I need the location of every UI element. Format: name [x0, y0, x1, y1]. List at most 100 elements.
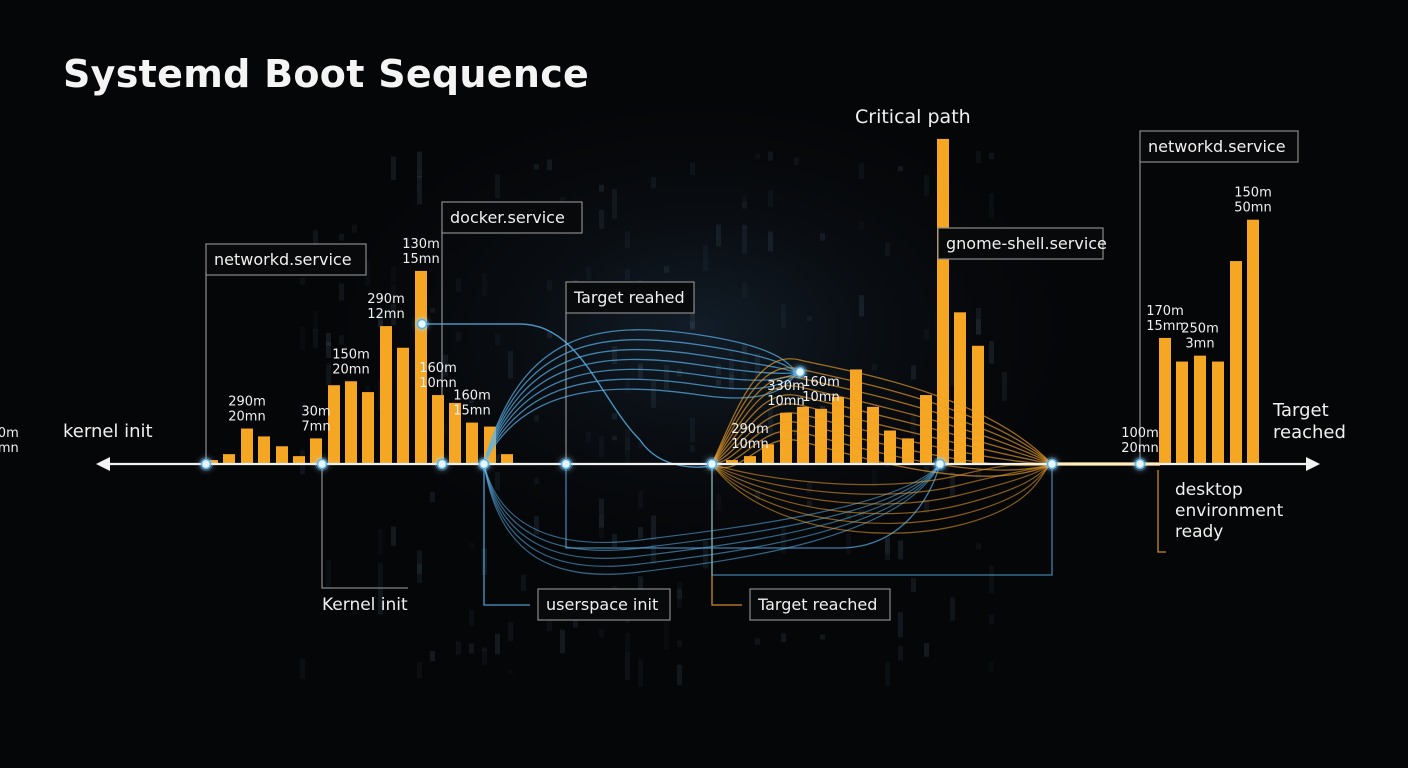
matrix-cell: [638, 365, 643, 370]
matrix-cell: [872, 364, 877, 371]
value-label: 10mn: [731, 437, 768, 452]
matrix-cell: [508, 621, 513, 642]
matrix-cell: [443, 354, 448, 377]
value-label: 330m: [767, 379, 804, 394]
value-label: 130m: [402, 237, 439, 252]
matrix-cell: [768, 232, 773, 251]
matrix-cell: [742, 226, 747, 254]
matrix-cell: [1002, 372, 1007, 401]
matrix-cell: [716, 379, 721, 386]
bar: [954, 312, 966, 464]
matrix-cell: [924, 642, 929, 657]
matrix-cell: [950, 597, 955, 621]
bar: [832, 397, 844, 464]
value-label: 20mn: [228, 410, 265, 425]
matrix-cell: [339, 233, 344, 241]
value-label: 20mn: [1121, 441, 1158, 456]
connector-kernel-init: [321, 468, 408, 589]
matrix-cell: [391, 526, 396, 546]
value-label: 190m: [0, 426, 19, 441]
matrix-cell: [924, 499, 929, 513]
matrix-cell: [326, 341, 331, 359]
bar: [797, 406, 809, 464]
matrix-cell: [625, 379, 630, 394]
flow-line-orange: [711, 385, 1053, 465]
matrix-cell: [703, 245, 708, 272]
flow-line-blue: [483, 348, 801, 465]
matrix-cell: [716, 363, 721, 376]
bar: [850, 369, 862, 464]
bar: [362, 392, 374, 464]
value-label: 15mn: [402, 252, 439, 267]
matrix-cell: [989, 661, 994, 673]
matrix-cell: [326, 364, 331, 387]
matrix-cell: [313, 328, 318, 349]
matrix-cell: [911, 412, 916, 438]
label-box-gnome: gnome-shell.service: [937, 227, 1107, 260]
axis-right-label-line1: Target: [1272, 400, 1329, 421]
matrix-cell: [378, 311, 383, 327]
timeline-marker: [316, 458, 328, 470]
matrix-cell: [599, 514, 604, 539]
timeline-marker: [436, 458, 448, 470]
bar: [1247, 219, 1259, 464]
matrix-cell: [612, 413, 617, 420]
matrix-cell: [677, 588, 682, 600]
bar: [501, 454, 513, 464]
timeline-markers: [199, 317, 1147, 471]
matrix-cell: [846, 532, 851, 555]
flow-line-orange: [711, 412, 1053, 465]
matrix-cell: [534, 415, 539, 422]
chart-title: Systemd Boot Sequence: [63, 52, 590, 96]
matrix-cell: [846, 510, 851, 520]
matrix-cell: [742, 224, 747, 229]
matrix-cell: [599, 498, 604, 528]
matrix-cell: [469, 396, 474, 403]
bar: [920, 395, 932, 464]
bar: [241, 428, 253, 464]
matrix-cell: [885, 538, 890, 561]
matrix-cell: [534, 477, 539, 485]
matrix-cell: [625, 652, 630, 680]
matrix-cell: [898, 166, 903, 171]
value-label: 160m: [802, 375, 839, 390]
flow-line-blue: [483, 463, 941, 551]
timeline-marker: [1134, 458, 1146, 470]
matrix-cell: [885, 536, 890, 555]
matrix-cell: [378, 528, 383, 555]
matrix-cell: [742, 342, 747, 355]
flow-line-blue: [483, 329, 801, 465]
label-box-frame: [537, 588, 671, 621]
matrix-cell: [755, 353, 760, 378]
matrix-cell: [729, 358, 734, 383]
matrix-cell: [378, 320, 383, 328]
matrix-cell: [339, 283, 344, 301]
matrix-cell: [404, 237, 409, 249]
matrix-cell: [469, 542, 474, 550]
matrix-cell: [430, 491, 435, 502]
matrix-cell: [625, 269, 630, 280]
matrix-cell: [560, 629, 565, 654]
matrix-cell: [534, 515, 539, 535]
bar: [293, 456, 305, 464]
matrix-cell: [469, 401, 474, 407]
label-box-frame: [749, 588, 891, 621]
bar: [1230, 261, 1242, 464]
matrix-cell: [924, 329, 929, 340]
matrix-cell: [547, 159, 552, 171]
matrix-cell: [976, 466, 981, 480]
timeline-marker: [560, 458, 572, 470]
matrix-cell: [495, 472, 500, 491]
bar: [1176, 361, 1188, 464]
matrix-cell: [612, 435, 617, 441]
bar: [345, 381, 357, 464]
matrix-cell: [586, 431, 591, 443]
matrix-cell: [391, 304, 396, 326]
flow-line-orange: [711, 376, 1053, 465]
matrix-cell: [690, 162, 695, 175]
matrix-cell: [807, 482, 812, 494]
matrix-cell: [664, 365, 669, 390]
matrix-cell: [625, 231, 630, 248]
matrix-cell: [898, 540, 903, 560]
